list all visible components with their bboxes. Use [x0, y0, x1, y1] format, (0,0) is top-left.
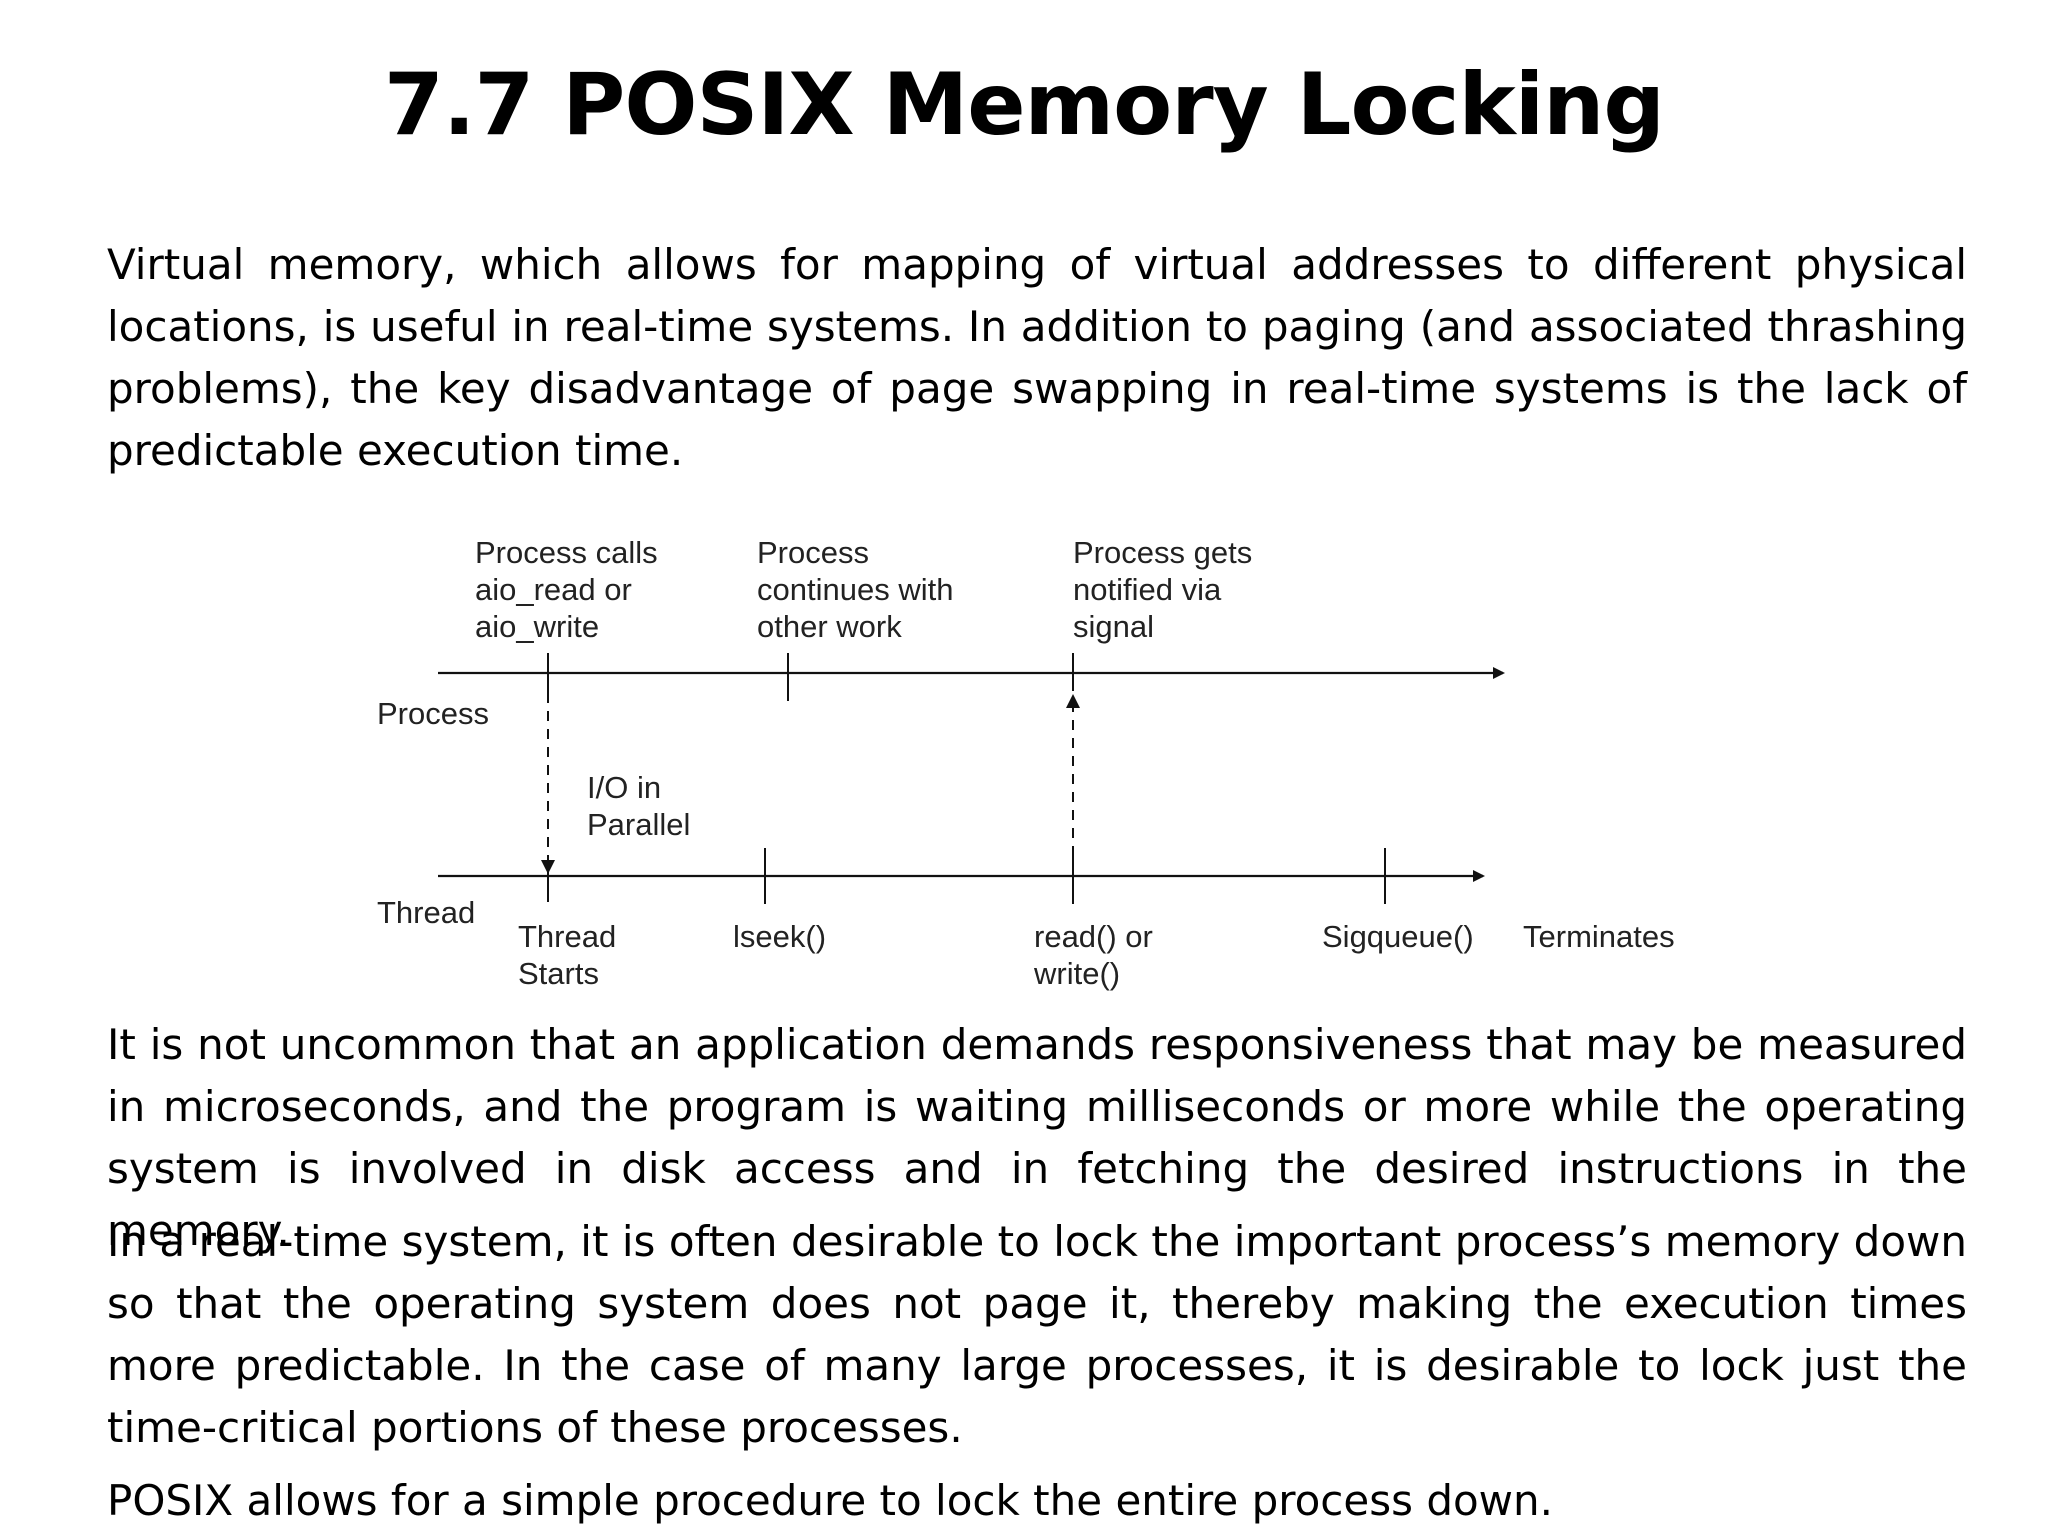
timeline-graphic: [438, 653, 1505, 904]
label-process-calls: Process calls aio_read or aio_write: [475, 535, 658, 644]
label-read-write: read() or write(): [1034, 919, 1153, 991]
label-process-notified: Process gets notified via signal: [1073, 535, 1253, 644]
paragraph-lock-memory: In a real-time system, it is often desir…: [107, 1217, 1967, 1452]
label-thread-starts: Thread Starts: [518, 919, 617, 991]
label-io-parallel: I/O in Parallel: [587, 770, 691, 842]
label-lseek: lseek(): [733, 919, 827, 954]
paragraph-responsiveness: It is not uncommon that an application d…: [107, 1020, 1967, 1255]
label-thread-row: Thread: [377, 895, 476, 930]
label-process-row: Process: [377, 696, 489, 731]
label-sigqueue: Sigqueue(): [1322, 919, 1474, 954]
label-terminates: Terminates: [1523, 919, 1675, 954]
paragraph-posix-lock: POSIX allows for a simple procedure to l…: [107, 1476, 1554, 1525]
arrowhead-up: [1066, 694, 1080, 708]
arrowhead-down: [541, 860, 555, 874]
paragraph-virtual-memory: Virtual memory, which allows for mapping…: [107, 240, 1967, 475]
label-process-continues: Process continues with other work: [757, 535, 954, 644]
async-io-timeline-diagram: Process calls aio_read or aio_write Proc…: [360, 520, 1710, 1000]
slide-title: 7.7 POSIX Memory Locking: [384, 55, 1665, 155]
